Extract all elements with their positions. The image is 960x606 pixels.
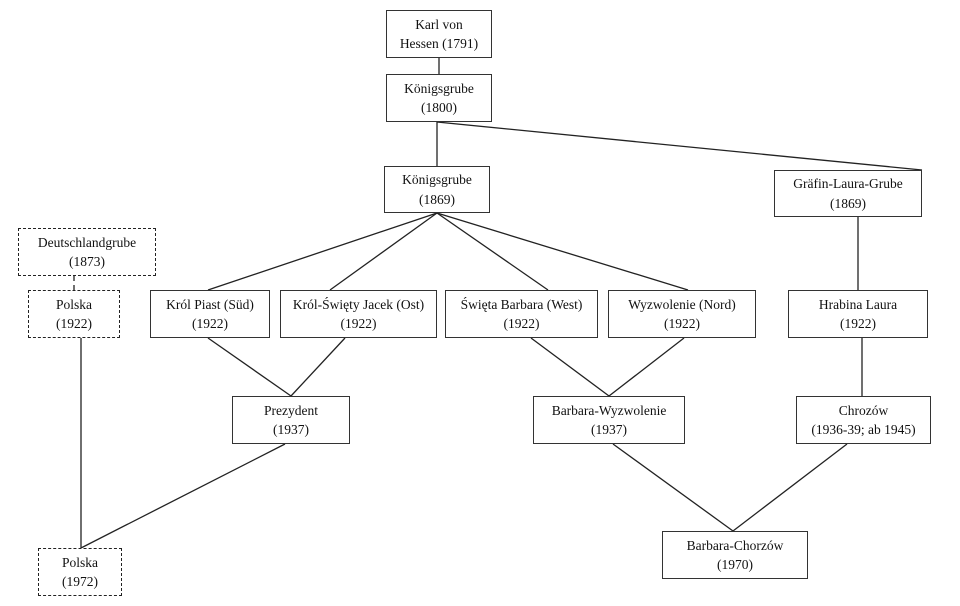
node-label-year: (1922)	[664, 316, 700, 331]
edge-wyzwolenie-to-barbarawyzwolenie	[608, 337, 685, 397]
node-label-year: (1922)	[840, 316, 876, 331]
node-label-year: (1922)	[192, 316, 228, 331]
node-label-year: (1922)	[503, 316, 540, 331]
node-label-primary: Święta Barbara (West)	[460, 296, 583, 312]
node-hrabina-laura-1922[interactable]: Hrabina Laura (1922)	[788, 290, 928, 338]
node-polska-1922[interactable]: Polska (1922)	[28, 290, 120, 338]
edge-koenigsgrube1869-to-krolswietyjacek	[329, 212, 438, 291]
edge-swietabarbara-to-barbarawyzwolenie	[530, 337, 610, 397]
edge-koenigsgrube1869-to-wyzwolenie	[436, 212, 689, 291]
node-label-primary: Prezydent	[264, 402, 318, 418]
node-label-primary: Wyzwolenie (Nord)	[628, 296, 736, 312]
node-polska-1972[interactable]: Polska (1972)	[38, 548, 122, 596]
node-label-year: (1922)	[56, 316, 92, 331]
node-label-year: (1937)	[591, 422, 627, 437]
node-koenigsgrube-1800[interactable]: Königsgrube (1800)	[386, 74, 492, 122]
edge-barbarawyzwolenie-to-barbarachorzow	[612, 443, 734, 532]
node-label-year: (1937)	[273, 422, 309, 437]
node-label-year: (1972)	[62, 574, 98, 589]
edge-krolpiast-to-prezydent	[207, 337, 292, 397]
node-krol-swiety-jacek-ost-1922[interactable]: Król-Święty Jacek (Ost) (1922)	[280, 290, 437, 338]
node-label-year: Hessen (1791)	[399, 36, 479, 51]
node-deutschlandgrube-1873[interactable]: Deutschlandgrube (1873)	[18, 228, 156, 276]
node-label-primary: Barbara-Wyzwolenie	[551, 402, 667, 418]
edge-koenigsgrube1800-to-graefin	[436, 121, 923, 171]
node-label-primary: Karl von	[415, 16, 463, 32]
node-swieta-barbara-west-1922[interactable]: Święta Barbara (West) (1922)	[445, 290, 598, 338]
edge-koenigsgrube1869-to-swietabarbara	[436, 212, 549, 291]
node-label-primary: Król Piast (Süd)	[166, 296, 254, 312]
node-prezydent-1937[interactable]: Prezydent (1937)	[232, 396, 350, 444]
edge-prezydent-to-polska1972	[80, 443, 286, 549]
edge-koenigsgrube1869-to-krolpiast	[207, 212, 438, 291]
node-label-year: (1800)	[421, 100, 457, 115]
node-label-primary: Königsgrube	[404, 80, 474, 96]
node-barbara-chorzow-1970[interactable]: Barbara-Chorzów (1970)	[662, 531, 808, 579]
node-label-primary: Polska	[55, 296, 92, 312]
node-label-primary: Hrabina Laura	[818, 296, 898, 312]
edge-krolswietyjacek-to-prezydent	[290, 337, 346, 397]
node-label-primary: Gräfin-Laura-Grube	[793, 176, 903, 192]
node-label-year: (1970)	[717, 557, 753, 572]
node-label-primary: Polska	[61, 554, 98, 570]
node-krol-piast-sud-1922[interactable]: Król Piast (Süd) (1922)	[150, 290, 270, 338]
edge-chrozow-to-barbarachorzow	[732, 443, 848, 532]
node-wyzwolenie-nord-1922[interactable]: Wyzwolenie (Nord) (1922)	[608, 290, 756, 338]
node-label-primary: Król-Święty Jacek (Ost)	[292, 296, 425, 312]
node-label-primary: Königsgrube	[402, 172, 472, 188]
node-graefin-laura-grube-1869[interactable]: Gräfin-Laura-Grube (1869)	[774, 170, 922, 217]
node-chrozow-1936[interactable]: Chrozów (1936-39; ab 1945)	[796, 396, 931, 444]
node-label-year: (1936-39; ab 1945)	[811, 422, 916, 437]
node-label-primary: Deutschlandgrube	[37, 234, 137, 250]
node-label-year: (1922)	[340, 316, 377, 331]
node-label-year: (1869)	[830, 195, 866, 211]
node-label-year: (1869)	[419, 191, 455, 207]
node-label-primary: Barbara-Chorzów	[686, 537, 784, 553]
node-label-year: (1873)	[69, 254, 105, 269]
node-label-primary: Chrozów	[838, 402, 889, 418]
node-barbara-wyzwolenie-1937[interactable]: Barbara-Wyzwolenie (1937)	[533, 396, 685, 444]
node-koenigsgrube-1869[interactable]: Königsgrube (1869)	[384, 166, 490, 213]
